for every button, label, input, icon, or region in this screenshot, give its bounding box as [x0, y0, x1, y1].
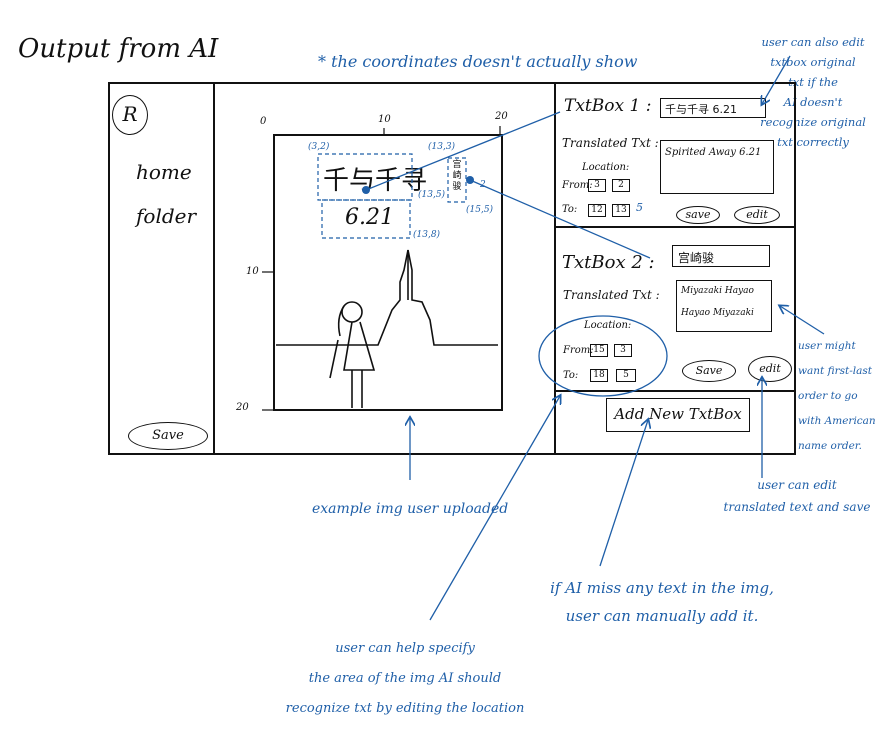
image-text-title: 千与千寻: [323, 166, 428, 196]
txtbox1-location-label: Location:: [582, 162, 630, 173]
txtbox2-translated-line: Hayao Miyazaki: [681, 308, 754, 318]
txtbox1-from-x[interactable]: 3: [588, 179, 606, 192]
coord-label: (15,5): [466, 205, 494, 215]
txtbox2-from-y[interactable]: 3: [614, 344, 632, 357]
txtbox2-to-label: To:: [563, 370, 579, 381]
avatar[interactable]: R: [112, 95, 148, 135]
connector-lines: [365, 111, 651, 259]
txtbox1-translated-input[interactable]: Spirited Away 6.21: [660, 140, 774, 194]
tick-top-0: 0: [260, 116, 267, 127]
txtbox1-original-text: 千与千寻 6.21: [665, 103, 737, 116]
txtbox1-label: TxtBox 1 :: [564, 96, 652, 116]
tick-left-10: 10: [246, 266, 259, 277]
txtbox1-from-label: From:: [562, 180, 593, 191]
txtbox2-original-text: 宫崎骏: [678, 251, 715, 265]
uploaded-image[interactable]: [273, 134, 503, 411]
txtbox2-to-x[interactable]: 18: [590, 369, 608, 382]
txtbox2-translated-input[interactable]: Miyazaki Hayao Hayao Miyazaki: [676, 280, 772, 332]
page-title: Output from AI: [18, 34, 219, 64]
txtbox1-to-x[interactable]: 12: [588, 204, 606, 217]
txtbox1-from-y[interactable]: 2: [612, 179, 630, 192]
txtbox2-to-y[interactable]: 5: [616, 369, 636, 382]
example-img-note: example img user uploaded: [312, 501, 509, 517]
tick-left-20: 20: [236, 402, 249, 413]
txtbox1-to-y[interactable]: 13: [612, 204, 630, 217]
txtbox1-to-edit-value: 5: [636, 201, 643, 214]
txtbox1-edit-button[interactable]: edit: [734, 206, 780, 224]
coord-label: (3,2): [308, 142, 330, 152]
txtbox2-translated-label: Translated Txt :: [563, 288, 660, 302]
edit-translated-note: user can edit translated text and save: [723, 478, 871, 514]
sidebar-item-home[interactable]: home: [136, 160, 192, 184]
txtbox1-translated-text: Spirited Away 6.21: [665, 147, 762, 158]
location-highlight: [538, 315, 668, 397]
tick-top-20: 20: [495, 111, 508, 122]
txtbox2-translated-line: Miyazaki Hayao: [681, 286, 754, 296]
image-text-vertical: 宫 崎 骏: [452, 160, 462, 192]
coord-label: (13,3): [428, 142, 456, 152]
tick-top-10: 10: [378, 114, 391, 125]
panel-divider: [554, 82, 556, 455]
avatar-letter: R: [122, 102, 138, 126]
sidebar-save-button[interactable]: Save: [128, 422, 208, 450]
txtbox2-from-label: From:: [563, 345, 594, 356]
add-text-note: if AI miss any text in the img, user can…: [550, 579, 774, 625]
txtbox2-save-button[interactable]: Save: [682, 360, 736, 382]
txtbox1-translated-label: Translated Txt :: [562, 136, 659, 150]
sidebar-item-folder[interactable]: folder: [136, 204, 197, 228]
coordinates-note: * the coordinates doesn't actually show: [318, 52, 638, 71]
txtbox2-edit-button[interactable]: edit: [748, 356, 792, 382]
image-sketch: [276, 249, 498, 408]
txtbox1-save-button[interactable]: save: [676, 206, 720, 224]
txtbox1-original-input[interactable]: 千与千寻 6.21: [660, 98, 766, 118]
specify-area-note: user can help specify the area of the im…: [285, 641, 525, 716]
txtbox2-location-label: Location:: [584, 320, 632, 331]
txtbox1-to-label: To:: [562, 204, 578, 215]
annotation-arrows: [410, 55, 825, 621]
app-window: [108, 82, 796, 455]
coord-label: (13,5): [418, 190, 446, 200]
canvas-ticks: [262, 126, 501, 411]
image-text-date: 6.21: [345, 205, 394, 230]
txtbox2-from-x[interactable]: 15: [590, 344, 608, 357]
add-divider: [556, 390, 796, 392]
txtbox-divider: [556, 226, 796, 228]
reorder-note: user might want first-last order to go w…: [798, 340, 876, 452]
sidebar: [108, 82, 215, 455]
txtbox2-original-input[interactable]: 宫崎骏: [672, 245, 770, 267]
coord-label: (13,8): [413, 230, 441, 240]
detection-boxes: [317, 153, 467, 239]
txtbox2-label: TxtBox 2 :: [562, 252, 655, 273]
